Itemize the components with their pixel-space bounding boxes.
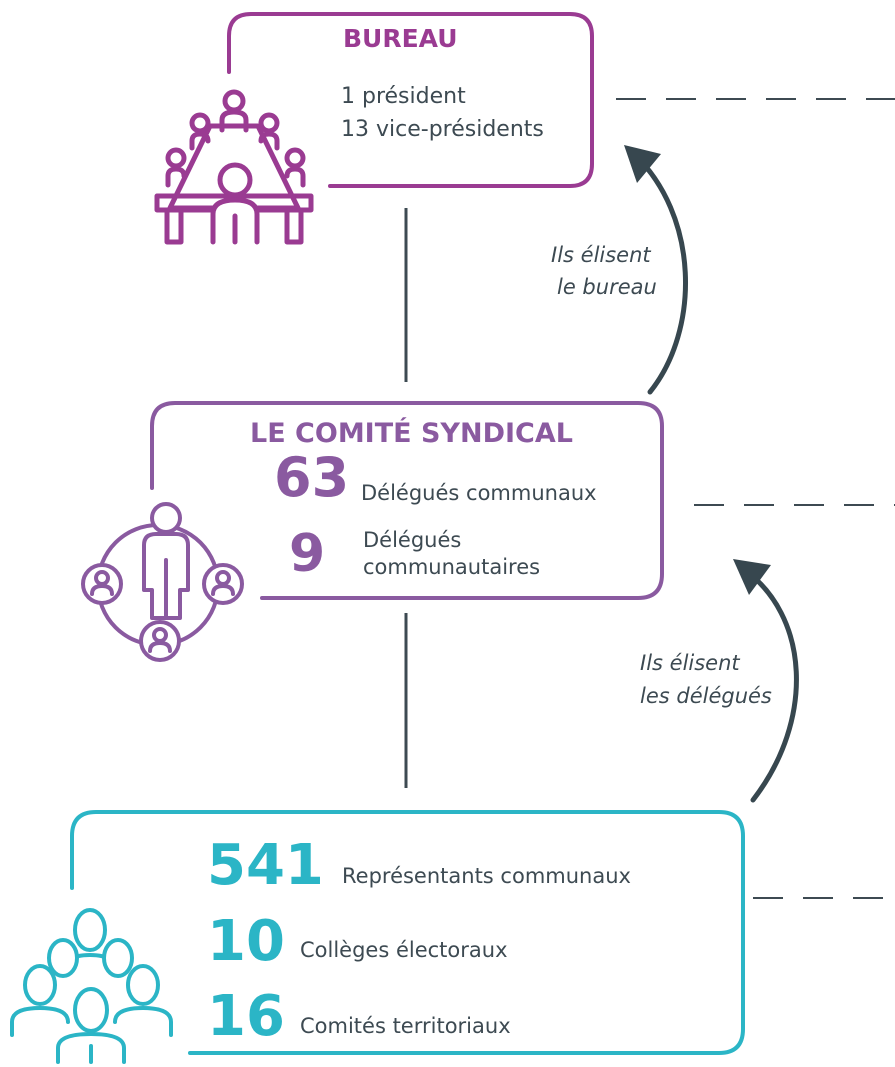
comite-count-communal: 63 — [274, 446, 350, 509]
comite-label-communal: Délégués communaux — [361, 481, 597, 505]
base-count-representants: 541 — [207, 833, 324, 898]
comite-count-communautaire: 9 — [289, 524, 326, 584]
arrow-elect-bureau — [624, 145, 688, 395]
comite-label-communautaire-line1: Délégués — [363, 528, 462, 552]
bureau-president: 1 président — [341, 84, 466, 109]
base-label-colleges: Collèges électoraux — [300, 938, 508, 962]
group-people-icon — [10, 908, 173, 1064]
base-label-comites: Comités territoriaux — [300, 1014, 511, 1038]
arrow-elect-delegates — [733, 559, 799, 803]
meeting-table-icon — [154, 89, 314, 245]
arrow-bottom-caption-line1: Ils élisent — [640, 651, 740, 675]
arrow-top-caption-line2: le bureau — [557, 275, 657, 299]
arrow-top-caption-line1: Ils élisent — [551, 243, 651, 267]
comite-label-communautaire-line2: communautaires — [363, 555, 541, 579]
base-count-comites: 16 — [207, 984, 285, 1049]
bureau-box — [227, 12, 594, 188]
network-people-icon — [81, 502, 244, 662]
bureau-vice-presidents: 13 vice-présidents — [341, 117, 544, 142]
arrow-bottom-caption-line2: les délégués — [640, 684, 772, 708]
bureau-title: BUREAU — [343, 24, 458, 53]
base-label-representants: Représentants communaux — [342, 864, 631, 888]
base-box — [70, 810, 745, 1055]
comite-title: LE COMITÉ SYNDICAL — [250, 418, 573, 449]
base-count-colleges: 10 — [207, 909, 285, 974]
comite-box — [150, 401, 664, 600]
